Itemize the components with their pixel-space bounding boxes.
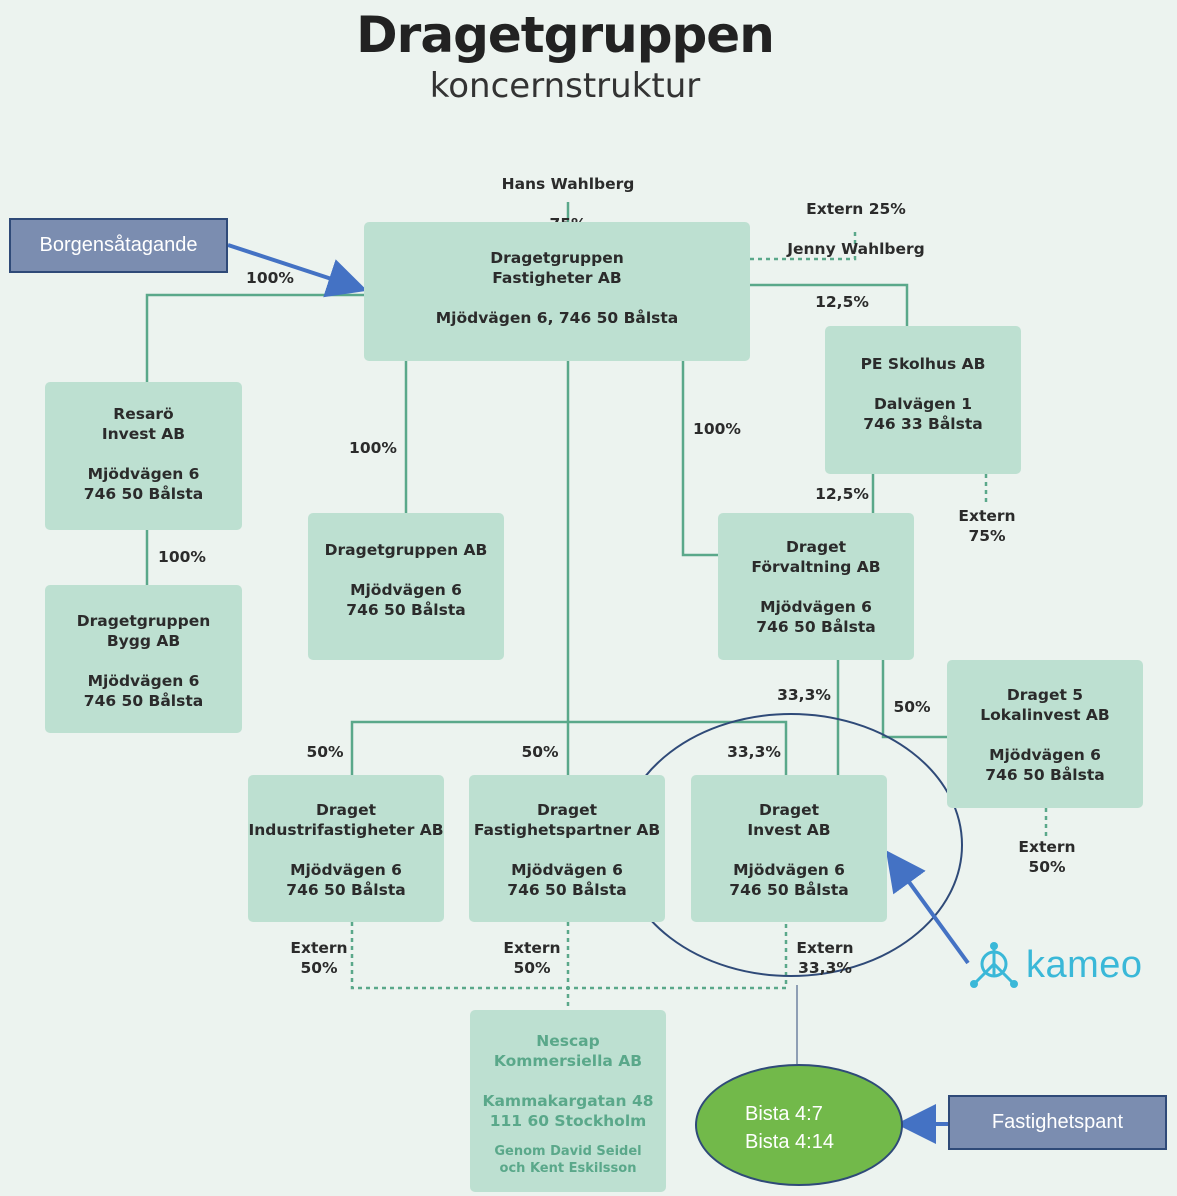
company-address: Dalvägen 1 746 33 Bålsta <box>863 395 983 433</box>
pct-invest: 33,3% <box>727 743 781 761</box>
owner-name: Hans Wahlberg <box>501 175 635 193</box>
box-draget-fastighetspartner: Draget Fastighetspartner AB Mjödvägen 6 … <box>469 775 665 922</box>
extern-invest: Extern 33,3% <box>796 939 854 977</box>
extern-industri: Extern 50% <box>290 939 348 977</box>
bista-line1: Bista 4:7 <box>745 1103 823 1125</box>
callout-label: Fastighetspant <box>991 1111 1124 1133</box>
extern-pe-skolhus: Extern 75% <box>958 507 1016 545</box>
company-note: Genom David Seidel och Kent Eskilsson <box>494 1144 642 1176</box>
box-draget-forvaltning: Draget Förvaltning AB Mjödvägen 6 746 50… <box>718 513 914 660</box>
box-resaro-invest: Resarö Invest AB Mjödvägen 6 746 50 Båls… <box>45 382 242 530</box>
kameo-wordmark: kameo <box>1026 943 1143 986</box>
company-address: Kammakargatan 48 111 60 Stockholm <box>482 1092 654 1130</box>
pct-forvaltning: 100% <box>693 420 741 438</box>
kameo-arrow <box>885 850 970 965</box>
company-name: Dragetgruppen AB <box>324 541 488 559</box>
box-draget-industrifastigheter: Draget Industrifastigheter AB Mjödvägen … <box>248 775 444 922</box>
company-address: Mjödvägen 6 746 50 Bålsta <box>286 861 406 899</box>
box-dragetgruppen-bygg: Dragetgruppen Bygg AB Mjödvägen 6 746 50… <box>45 585 242 733</box>
company-address: Mjödvägen 6 746 50 Bålsta <box>83 465 204 503</box>
extern-lokalinvest: Extern 50% <box>1018 838 1076 876</box>
pct-forvaltning-lokalinvest: 50% <box>893 698 931 716</box>
pct-forvaltning-invest: 33,3% <box>777 686 831 704</box>
company-name: Resarö Invest AB <box>101 405 186 443</box>
company-name: Draget Invest AB <box>747 801 831 839</box>
company-name: Draget 5 Lokalinvest AB <box>980 686 1110 724</box>
page-subtitle: koncernstruktur <box>429 66 701 106</box>
company-address: Mjödvägen 6, 746 50 Bålsta <box>435 309 679 327</box>
extern-partner: Extern 50% <box>503 939 561 977</box>
company-address: Mjödvägen 6 746 50 Bålsta <box>346 581 466 619</box>
kameo-logo: kameo <box>968 940 1143 990</box>
extern-top-label: Extern 25% Jenny Wahlberg <box>770 179 942 259</box>
company-address: Mjödvägen 6 746 50 Bålsta <box>756 598 876 636</box>
box-dragetgruppen-fastigheter: Dragetgruppen Fastigheter AB Mjödvägen 6… <box>364 222 750 361</box>
box-draget-invest: Draget Invest AB Mjödvägen 6 746 50 Båls… <box>691 775 887 922</box>
company-address: Mjödvägen 6 746 50 Bålsta <box>507 861 627 899</box>
company-address: Mjödvägen 6 746 50 Bålsta <box>83 672 204 710</box>
company-name: Draget Fastighetspartner AB <box>473 801 661 839</box>
pct-partner: 50% <box>521 743 559 761</box>
box-nescap-kommersiella: Nescap Kommersiella AB Kammakargatan 48 … <box>470 1010 666 1192</box>
borgen-arrow <box>227 243 368 298</box>
extern-top-line1: Extern 25% <box>806 200 906 218</box>
company-name: Dragetgruppen Fastigheter AB <box>490 249 624 287</box>
company-name: Draget Förvaltning AB <box>751 538 881 576</box>
box-pe-skolhus: PE Skolhus AB Dalvägen 1 746 33 Bålsta <box>825 326 1021 474</box>
pct-industri: 50% <box>306 743 344 761</box>
bista-property-ellipse: Bista 4:7 Bista 4:14 <box>695 1064 903 1186</box>
company-name: PE Skolhus AB <box>860 355 986 373</box>
pct-bygg: 100% <box>158 548 206 566</box>
pct-pe-skolhus: 12,5% <box>815 293 869 311</box>
company-address: Mjödvägen 6 746 50 Bålsta <box>729 861 849 899</box>
company-address: Mjödvägen 6 746 50 Bålsta <box>985 746 1105 784</box>
box-draget-lokalinvest: Draget 5 Lokalinvest AB Mjödvägen 6 746 … <box>947 660 1143 808</box>
extern-top-line2: Jenny Wahlberg <box>787 240 925 258</box>
callout-label: Borgensåtagande <box>39 234 198 256</box>
company-name: Draget Industrifastigheter AB <box>248 801 444 839</box>
company-name: Nescap Kommersiella AB <box>493 1032 643 1070</box>
callout-fastighetspant: Fastighetspant <box>948 1095 1167 1150</box>
company-name: Dragetgruppen Bygg AB <box>76 612 211 650</box>
kameo-logo-icon <box>970 942 1018 988</box>
page-title: Dragetgruppen <box>356 6 775 64</box>
pct-resaro: 100% <box>246 269 294 287</box>
box-dragetgruppen-ab: Dragetgruppen AB Mjödvägen 6 746 50 Båls… <box>308 513 504 660</box>
callout-borgensatagande: Borgensåtagande <box>9 218 228 273</box>
pct-pe-forvaltning: 12,5% <box>815 485 869 503</box>
pct-dragetgruppen-ab: 100% <box>349 439 397 457</box>
bista-line2: Bista 4:14 <box>745 1131 834 1153</box>
